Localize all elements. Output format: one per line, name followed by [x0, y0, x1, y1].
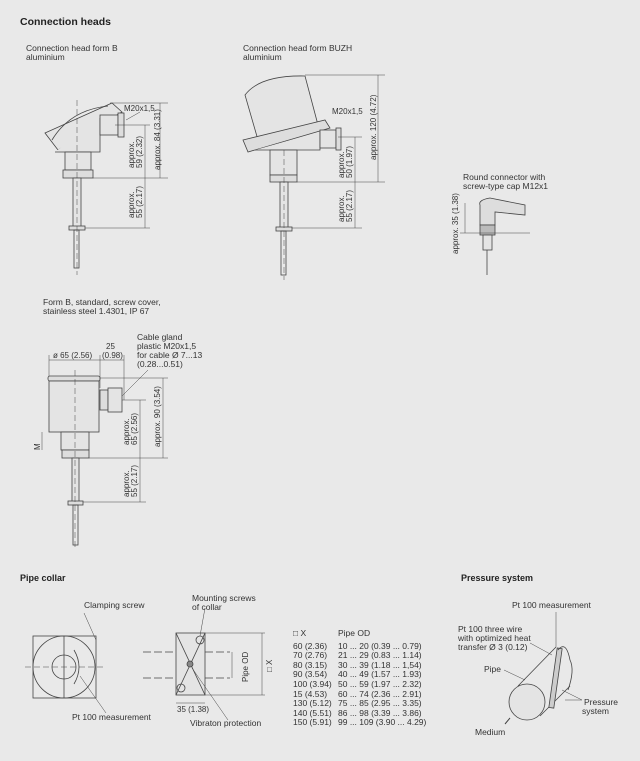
- round-connector-dim: approx. 35 (1.38): [451, 193, 460, 254]
- table-cell-x: 150 (5.91): [293, 717, 332, 728]
- form-b-ss-gland-1: Cable gland: [137, 332, 183, 342]
- form-b-ss-drawing: [41, 355, 168, 550]
- table-cell-x: 130 (5.12): [293, 698, 332, 709]
- head-buzh-material: aluminium: [243, 52, 282, 62]
- head-b-dim-total: approx. 84 (3.31): [153, 109, 162, 170]
- collar-width-label: 35 (1.38): [177, 705, 210, 714]
- head-buzh-thread: M20x1,5: [332, 107, 363, 116]
- pipe-collar-right-drawing: [143, 607, 265, 721]
- table-cell-pipe-od: 10 ... 20 (0.39 ... 0.79): [338, 640, 422, 651]
- head-b-title: Connection head form B: [26, 43, 118, 53]
- round-connector-drawing: [460, 197, 530, 275]
- table-row: 70 (2.76) 21 ... 29 (0.83 ... 1.14): [293, 650, 426, 661]
- table-row: 60 (2.36) 10 ... 20 (0.39 ... 0.79): [293, 640, 426, 652]
- head-buzh-drawing: [242, 74, 385, 280]
- table-row: 140 (5.51) 86 ... 98 (3.39 ... 3.86): [293, 707, 426, 719]
- table-cell-pipe-od: 75 ... 85 (2.95 ... 3.35): [338, 698, 422, 709]
- x-label: □ X: [265, 659, 274, 672]
- ps-pipe-label: Pipe: [484, 664, 502, 674]
- form-b-ss-dim-neck-2: 55 (2.17): [130, 464, 139, 497]
- section-title-pressure-system: Pressure system: [461, 573, 534, 583]
- table-row: 130 (5.12) 75 ... 85 (2.95 ... 3.35): [293, 698, 426, 709]
- pt100-label: Pt 100 measurement: [72, 712, 151, 722]
- head-buzh-dim-total: approx. 120 (4.72): [369, 94, 378, 160]
- table-cell-x: 100 (3.94): [293, 678, 332, 689]
- pipe-collar-left-drawing: [25, 612, 107, 714]
- table-cell-x: 140 (5.51): [293, 707, 332, 718]
- ps-medium-label: Medium: [475, 727, 506, 737]
- head-b-drawing: [44, 100, 168, 275]
- head-buzh-dim-gland-2: 50 (1.97): [345, 145, 354, 178]
- pressure-system-drawing: [503, 612, 583, 725]
- head-b-material: aluminium: [26, 52, 65, 62]
- table-row: 100 (3.94) 50 ... 59 (1.97 ... 2.32): [293, 678, 426, 690]
- table-cell-pipe-od: 99 ... 109 (3.90 ... 4.29): [338, 717, 427, 728]
- form-b-ss-gland-3: for cable Ø 7...13: [137, 350, 203, 360]
- table-cell-pipe-od: 50 ... 59 (1.97 ... 2.32): [338, 678, 422, 689]
- table-row: 15 (4.53) 60 ... 74 (2.36 ... 2.91): [293, 688, 426, 700]
- table-row: 150 (5.91) 99 ... 109 (3.90 ... 4.29): [293, 718, 426, 728]
- form-b-ss-gland-2: plastic M20x1,5: [137, 341, 197, 351]
- ps-pressure-1: Pressure: [584, 697, 619, 707]
- form-b-ss-diameter: ø 65 (2.56): [53, 351, 93, 360]
- section-title-connection-heads: Connection heads: [20, 16, 112, 28]
- round-connector-title-2: screw-type cap M12x1: [463, 181, 549, 191]
- table-cell-pipe-od: 86 ... 98 (3.39 ... 3.86): [338, 707, 422, 718]
- pipe-od-label: Pipe OD: [241, 651, 250, 682]
- ps-pt100-label: Pt 100 measurement: [512, 600, 591, 610]
- head-b-dim-neck-2: 55 (2.17): [135, 185, 144, 218]
- table-cell-pipe-od: 60 ... 74 (2.36 ... 2.91): [338, 688, 422, 699]
- head-buzh-dim-neck-2: 55 (2.17): [345, 189, 354, 222]
- head-buzh-title: Connection head form BUZH: [243, 43, 353, 53]
- ps-pressure-2: system: [582, 706, 609, 716]
- head-b-thread: M20x1,5: [124, 104, 155, 113]
- form-b-ss-m-label: M: [33, 443, 42, 450]
- form-b-ss-gland-len-2: (0.98): [102, 351, 123, 360]
- table-cell-pipe-od: 40 ... 49 (1.57 ... 1.93): [338, 669, 422, 680]
- table-cell-pipe-od: 21 ... 29 (0.83 ... 1.14): [338, 650, 422, 661]
- form-b-ss-dim-total: approx. 90 (3.54): [153, 386, 162, 447]
- head-b-dim-gland-2: 59 (2.32): [135, 135, 144, 168]
- vibration-protection-label: Vibraton protection: [190, 718, 262, 728]
- table-cell-x: 15 (4.53): [293, 688, 328, 699]
- round-connector-title-1: Round connector with: [463, 172, 546, 182]
- ps-three-wire-1: Pt 100 three wire: [458, 624, 523, 634]
- form-b-ss-title-2: stainless steel 1.4301, IP 67: [43, 306, 150, 316]
- table-cell-x: 90 (3.54): [293, 669, 328, 680]
- form-b-ss-gland-len-1: 25: [106, 342, 115, 351]
- form-b-ss-title-1: Form B, standard, screw cover,: [43, 297, 161, 307]
- table-cell-x: 70 (2.76): [293, 650, 328, 661]
- form-b-ss-dim-gland-2: 65 (2.56): [130, 412, 139, 445]
- table-cell-pipe-od: 30 ... 39 (1.18 ... 1,54): [338, 659, 422, 670]
- ps-three-wire-2: with optimized heat: [458, 633, 531, 643]
- table-cell-x: 60 (2.36): [293, 640, 328, 651]
- section-title-pipe-collar: Pipe collar: [20, 573, 66, 583]
- clamping-screw-label: Clamping screw: [84, 600, 145, 610]
- table-row: 80 (3.15) 30 ... 39 (1.18 ... 1,54): [293, 659, 426, 671]
- table-row: 90 (3.54) 40 ... 49 (1.57 ... 1.93): [293, 670, 426, 680]
- table-cell-x: 80 (3.15): [293, 659, 328, 670]
- mounting-screws-label-1: Mounting screws: [192, 593, 256, 603]
- mounting-screws-label-2: of collar: [192, 602, 222, 612]
- ps-three-wire-3: transfer Ø 3 (0.12): [458, 642, 528, 652]
- form-b-ss-gland-4: (0.28...0.51): [137, 359, 183, 369]
